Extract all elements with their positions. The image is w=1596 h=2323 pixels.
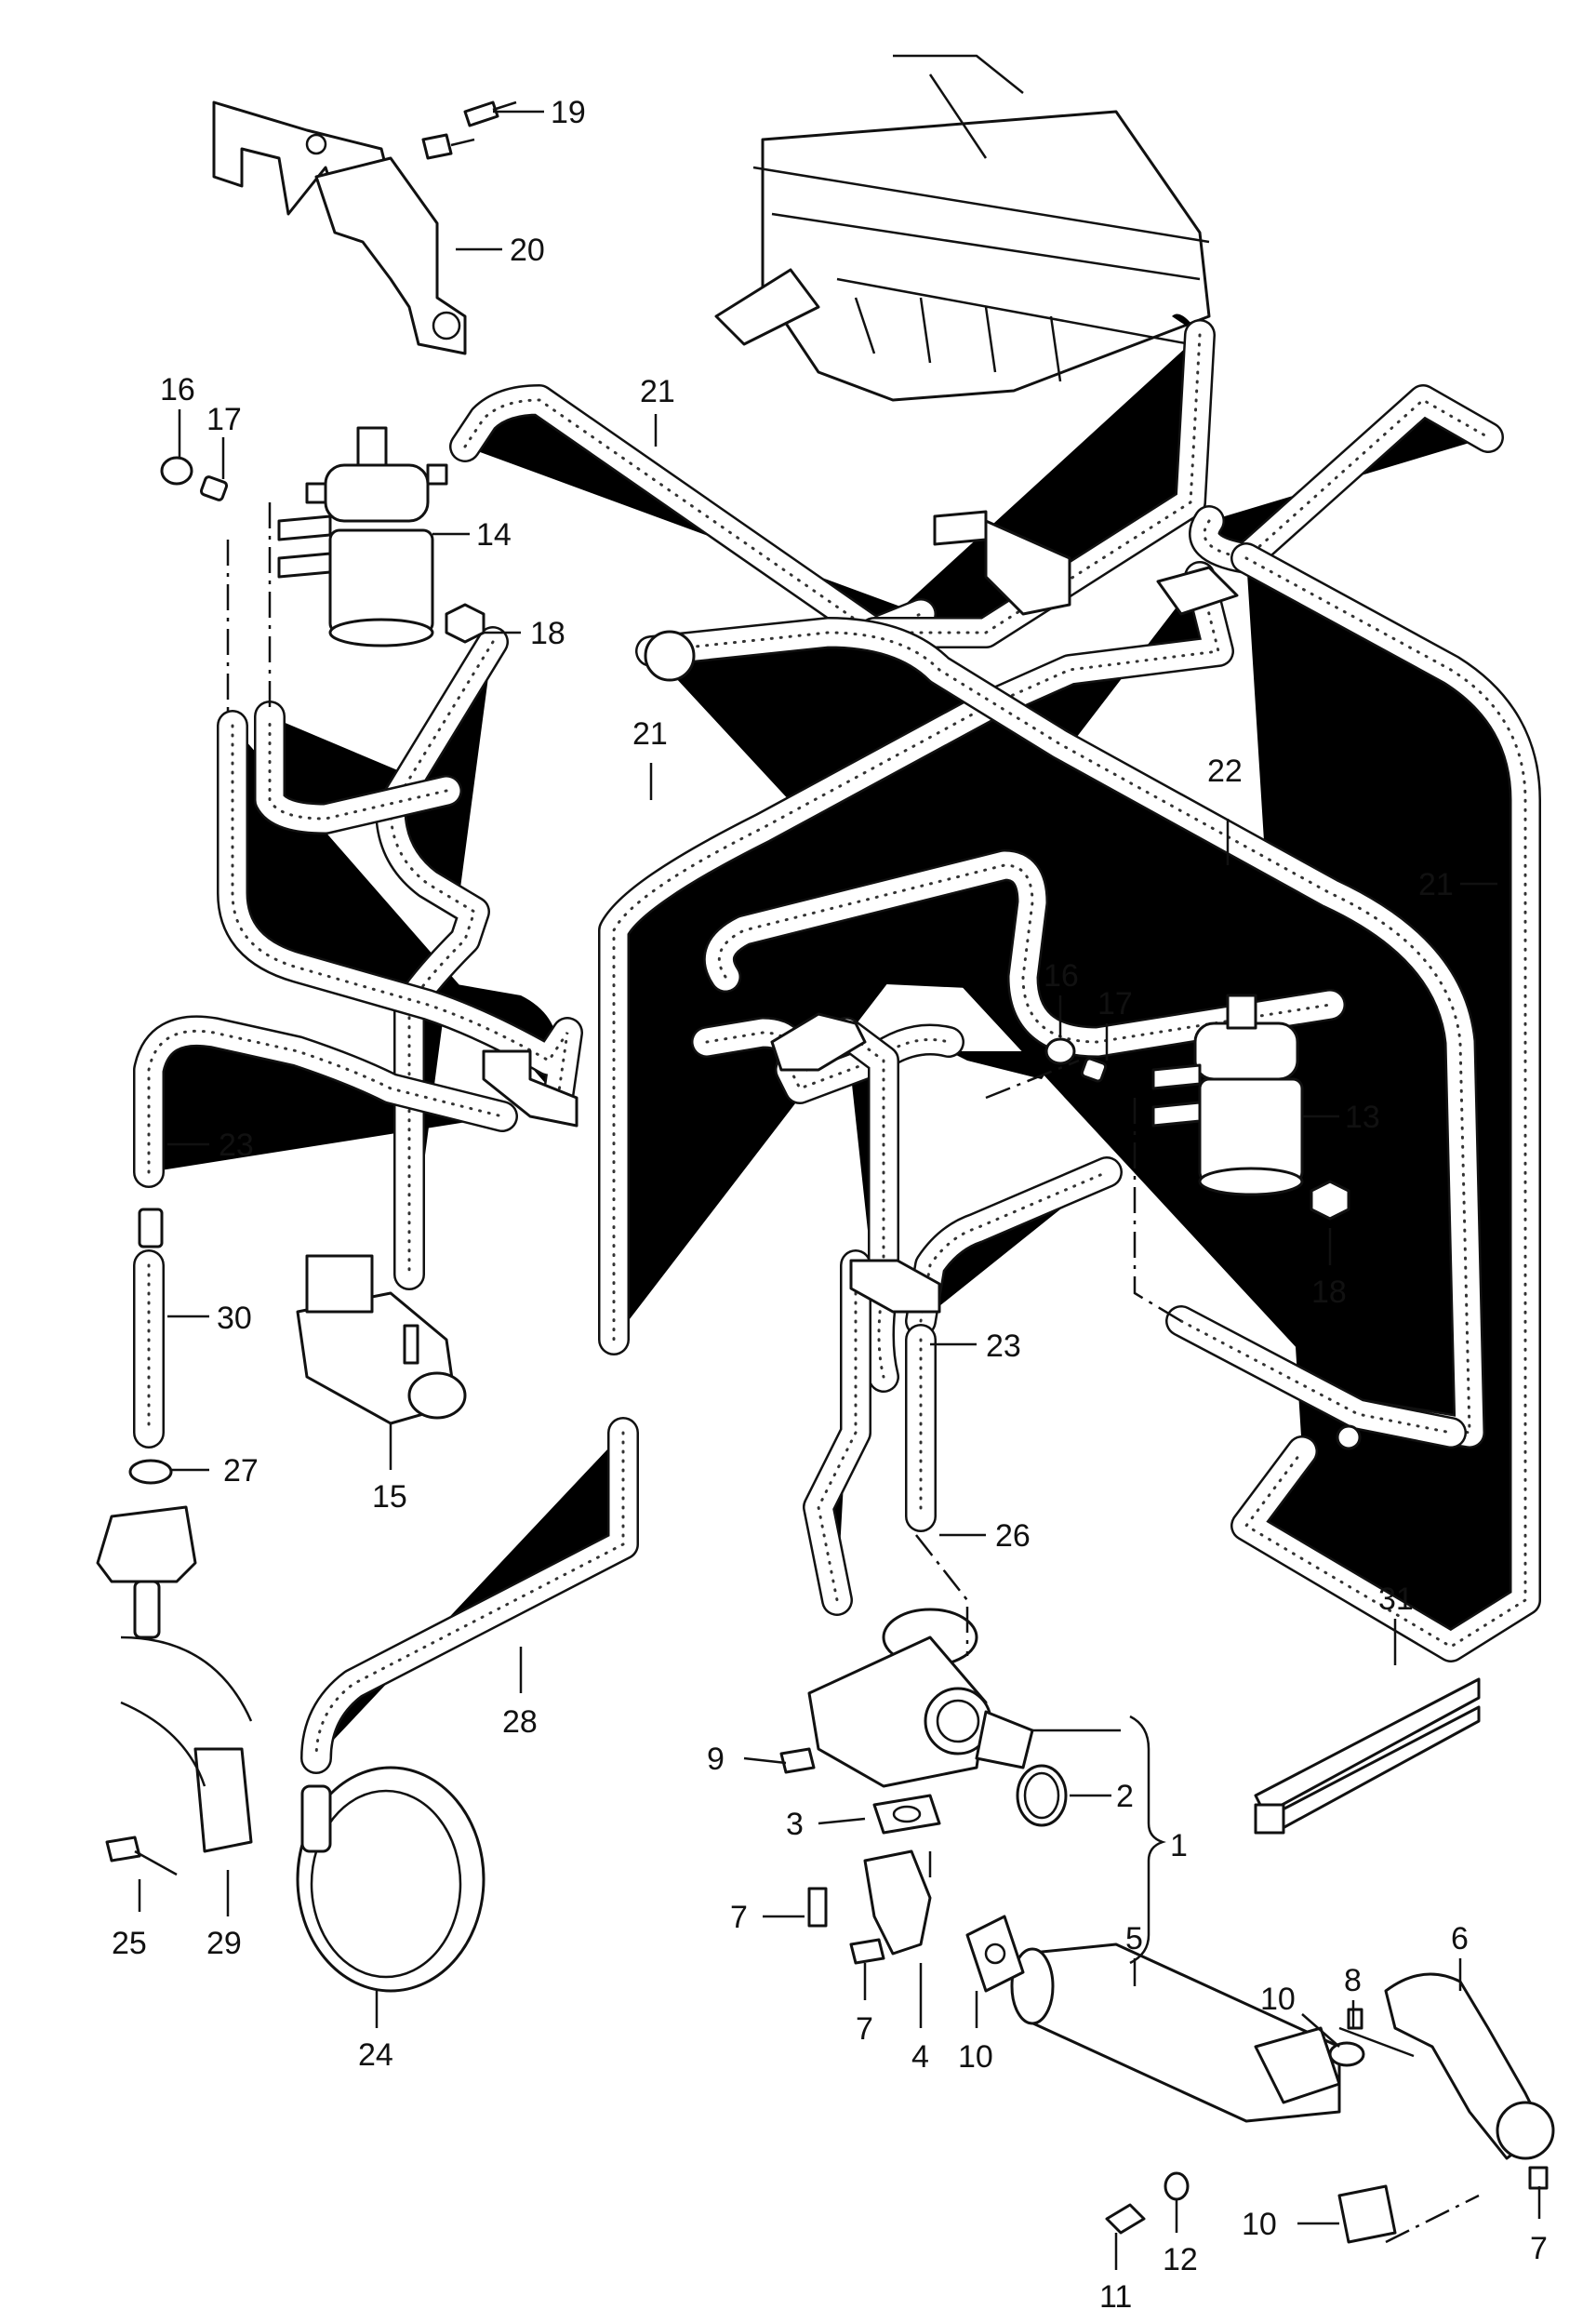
gasket-10-b	[1338, 2026, 1415, 2058]
callout-3: 3	[786, 1807, 804, 1842]
pipe-6	[1384, 1972, 1555, 2160]
callout-6: 6	[1451, 1921, 1469, 1956]
vacuum-reservoir-24	[296, 1766, 485, 1993]
callout-23-left: 23	[219, 1128, 254, 1163]
callout-12: 12	[1163, 2242, 1198, 2277]
callout-7-right: 7	[1530, 2231, 1548, 2266]
callout-4: 4	[911, 2039, 929, 2075]
bolt-25	[105, 1836, 178, 1876]
callout-18-lower: 18	[1311, 1275, 1347, 1310]
callout-28: 28	[502, 1704, 538, 1740]
washer-12	[1164, 2171, 1190, 2201]
callout-11: 11	[1099, 2279, 1132, 2315]
egr-valve-1	[807, 1608, 1034, 1788]
bolt-8	[1347, 2008, 1363, 2030]
callout-21-mid: 21	[632, 716, 668, 752]
callout-24: 24	[358, 2037, 393, 2073]
callout-31: 31	[1378, 1582, 1414, 1617]
callout-26: 26	[995, 1518, 1031, 1554]
callout-10-left: 10	[958, 2039, 993, 2075]
callout-2: 2	[1116, 1779, 1134, 1814]
leader-lines	[138, 110, 1541, 2270]
solenoid-valve-13	[1151, 994, 1304, 1196]
pipe-31	[1254, 1677, 1481, 1835]
callout-21-top: 21	[640, 374, 675, 409]
callout-29: 29	[206, 1926, 242, 1961]
callout-8: 8	[1344, 1963, 1362, 1998]
vacuum-unit-27	[96, 1505, 197, 1639]
bolt-9	[779, 1747, 816, 1774]
callout-7-left: 7	[730, 1900, 748, 1935]
callout-17-upper: 17	[206, 402, 242, 437]
o-ring-2	[1016, 1764, 1068, 1827]
callout-16-upper: 16	[160, 372, 195, 407]
assembly-lines	[226, 502, 1480, 2244]
nut-18-upper	[445, 603, 485, 644]
callout-16-lower: 16	[1044, 958, 1079, 994]
callout-5: 5	[1125, 1921, 1143, 1956]
air-filter-housing	[714, 54, 1211, 402]
callout-25: 25	[112, 1926, 147, 1961]
hose-holders	[482, 510, 1362, 1450]
callout-15: 15	[372, 1479, 407, 1515]
callout-20: 20	[510, 233, 545, 268]
gasket-3	[872, 1794, 941, 1835]
callout-10-mid: 10	[1260, 1982, 1296, 2017]
bolt-11	[1105, 2203, 1146, 2235]
clamp-27	[128, 1459, 173, 1485]
callout-10-bottom: 10	[1242, 2207, 1277, 2242]
callout-labels: 19 20 16 17 21 14 18 21 22 21 16 17 13 1…	[112, 95, 1548, 2315]
callout-30: 30	[217, 1301, 252, 1336]
vacuum-hoses	[149, 314, 1525, 1759]
callout-27: 27	[223, 1453, 259, 1489]
callout-23-center: 23	[986, 1328, 1021, 1364]
sleeve-17-upper	[199, 475, 229, 501]
bolt-19	[421, 100, 517, 160]
callout-14: 14	[476, 517, 512, 553]
gasket-10-a	[965, 1915, 1025, 1993]
callout-19: 19	[551, 95, 586, 130]
bolt-7-left	[807, 1887, 828, 1928]
connector-30	[138, 1208, 164, 1248]
nut-18-lower	[1310, 1180, 1350, 1221]
callout-7-mid: 7	[856, 2011, 873, 2047]
callout-9: 9	[707, 1742, 725, 1777]
callout-13: 13	[1345, 1100, 1380, 1135]
sleeve-17-lower	[1080, 1057, 1108, 1083]
callout-1: 1	[1170, 1828, 1188, 1863]
pipe-4	[863, 1849, 932, 1956]
callout-21-right: 21	[1418, 867, 1454, 902]
solenoid-valve-14	[277, 426, 448, 648]
bolt-7-right	[1528, 2166, 1549, 2190]
bracket-29	[120, 1635, 253, 1853]
bolt-7-mid	[849, 1938, 885, 1965]
cap-16-upper	[160, 456, 193, 486]
callout-22: 22	[1207, 754, 1243, 789]
valve-15	[296, 1254, 467, 1425]
egr-cooler-5	[1010, 1943, 1365, 2123]
bracket-20	[212, 100, 467, 355]
gasket-10-c	[1337, 2184, 1397, 2244]
callout-17-lower: 17	[1097, 986, 1133, 1021]
cap-16-lower	[1044, 1037, 1076, 1065]
callout-18-upper: 18	[530, 616, 565, 651]
